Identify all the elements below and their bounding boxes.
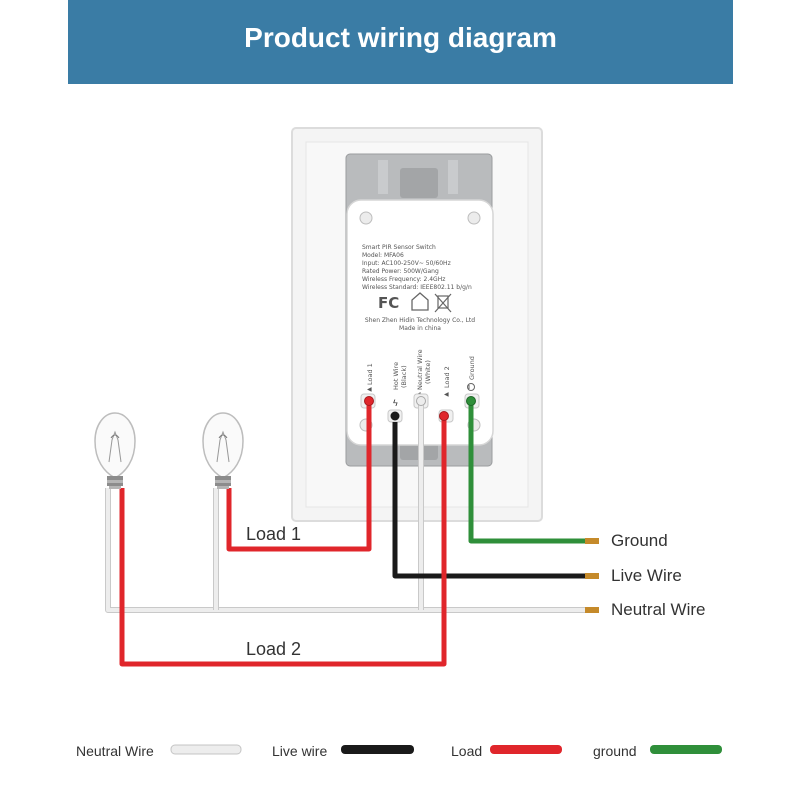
hot-terminal-lightning-icon: ϟ <box>393 398 398 408</box>
terminal-label-load2: Load 2 <box>443 366 451 388</box>
legend-swatch-ground <box>650 745 722 754</box>
legend-label-neutral: Neutral Wire <box>76 743 154 759</box>
terminal-arrow-load2: ◀ <box>444 392 449 398</box>
legend-label-live: Live wire <box>272 743 327 759</box>
bracket-slot-top <box>400 168 438 198</box>
terminal-label-hot-color: (Black) <box>400 365 408 388</box>
neutral-wire-tip <box>585 607 599 613</box>
terminal-dot-load2 <box>439 411 449 421</box>
terminal-label-load1: Load 1 <box>366 363 374 385</box>
made-in-text: Made in china <box>399 325 441 332</box>
neutral-wire-label: Neutral Wire <box>611 600 705 619</box>
terminal-dot-ground <box>466 396 476 406</box>
device-label-line: Model: MFA06 <box>362 252 404 259</box>
live-wire-tip <box>585 573 599 579</box>
terminal-label-ground: Ground <box>468 356 476 380</box>
legend-label-ground: ground <box>593 743 637 759</box>
device-label-line: Input: AC100-250V~ 50/60Hz <box>362 260 451 267</box>
device-label-line: Rated Power: 500W/Gang <box>362 268 439 275</box>
ground-wire <box>468 400 585 544</box>
live-wire <box>392 422 585 579</box>
page-title: Product wiring diagram <box>244 22 557 53</box>
screw-top-right <box>467 211 481 225</box>
terminal-arrow-load1: ◀ <box>367 387 372 393</box>
terminal-dot-neutral <box>416 396 426 406</box>
legend: Neutral Wire Live wire Load ground <box>76 743 722 759</box>
ground-wire-label: Ground <box>611 531 668 550</box>
manufacturer-text: Shen Zhen Hidin Technology Co., Ltd <box>365 317 475 324</box>
home-icon <box>411 292 429 311</box>
ground-wire-tip <box>585 538 599 544</box>
fc-mark: FC <box>378 294 399 312</box>
device-label-line: Wireless Frequency: 2.4GHz <box>362 276 445 283</box>
terminal-label-neutral-color: (White) <box>424 360 432 384</box>
bracket-tab-left <box>378 160 388 194</box>
terminal-dot-load1 <box>364 396 374 406</box>
weee-bin-icon <box>434 293 452 313</box>
title-banner: Product wiring diagram <box>68 0 733 84</box>
light-bulb-icon <box>202 412 244 489</box>
load2-wire <box>119 420 447 667</box>
terminal-label-hot: Hot Wire <box>392 362 400 390</box>
load1-wire <box>226 400 372 552</box>
device-label-line: Wireless Standard: IEEE802.11 b/g/n <box>362 284 472 291</box>
device-label-line: Smart PIR Sensor Switch <box>362 244 436 251</box>
legend-swatch-neutral <box>170 744 242 755</box>
light-bulb-icon <box>94 412 136 489</box>
terminal-dot-hot <box>390 411 400 421</box>
legend-swatch-load <box>490 745 562 754</box>
load2-wire-label: Load 2 <box>246 639 301 659</box>
screw-top-left <box>359 211 373 225</box>
legend-label-load: Load <box>451 743 482 759</box>
live-wire-label: Live Wire <box>611 566 682 585</box>
terminal-label-neutral: Neutral Wire <box>416 349 424 390</box>
load1-wire-label: Load 1 <box>246 524 301 544</box>
bracket-tab-right <box>448 160 458 194</box>
ground-symbol-icon <box>467 383 475 391</box>
legend-swatch-live <box>341 745 414 754</box>
